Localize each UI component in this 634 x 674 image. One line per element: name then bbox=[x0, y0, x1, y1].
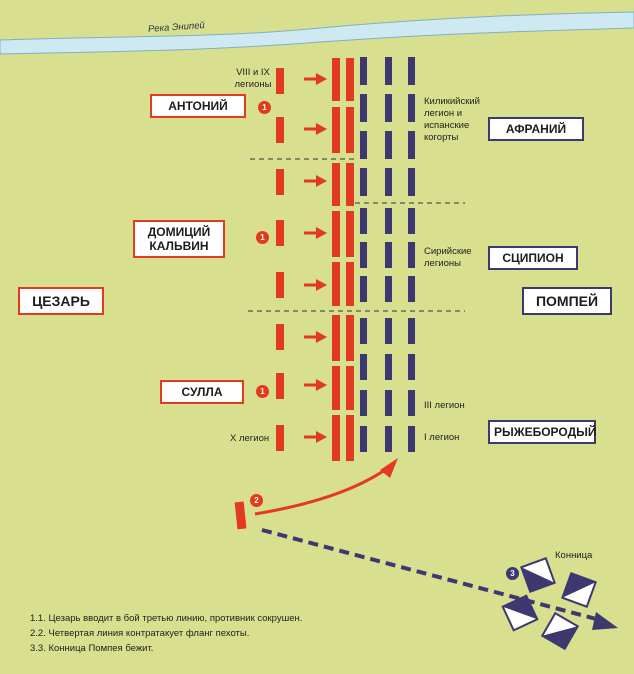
fourth-line-unit bbox=[234, 501, 247, 530]
reserve-unit bbox=[276, 373, 284, 399]
note-cavalry: Конница bbox=[555, 550, 593, 561]
arrow-icon bbox=[304, 431, 327, 443]
arrow-icon bbox=[304, 175, 327, 187]
commander-domitius-calvinus: ДОМИЦИЙ КАЛЬВИН bbox=[133, 220, 225, 258]
caesar-front-lines bbox=[332, 58, 354, 461]
commander-ahenobarbus: РЫЖЕБОРОДЫЙ bbox=[488, 420, 597, 444]
map-legend: 1.1. Цезарь вводит в бой третью линию, п… bbox=[30, 611, 302, 656]
note-syrian-legions: Сирийские легионы bbox=[424, 246, 472, 269]
arrow-icon bbox=[304, 123, 327, 135]
marker-2: 2 bbox=[250, 494, 263, 507]
marker-1-calvinus: 1 bbox=[256, 231, 269, 244]
cavalry-unit-icon bbox=[540, 611, 580, 651]
pompey-leader-label: ПОМПЕЙ bbox=[522, 287, 612, 315]
arrow-icon bbox=[304, 331, 327, 343]
pompey-lines bbox=[360, 57, 415, 452]
commander-afranius: АФРАНИЙ bbox=[488, 117, 584, 141]
arrow-icon bbox=[304, 227, 327, 239]
reserve-unit bbox=[276, 68, 284, 94]
legend-item: 2.2. Четвертая линия контратакует фланг … bbox=[30, 628, 250, 639]
reserve-unit bbox=[276, 425, 284, 451]
caesar-leader-label: ЦЕЗАРЬ bbox=[18, 287, 104, 315]
attack-arrows bbox=[304, 73, 327, 443]
note-legions-8-9: VIII и IX легионы bbox=[234, 67, 272, 90]
cavalry-group bbox=[501, 557, 597, 651]
commander-antony: АНТОНИЙ bbox=[150, 94, 246, 118]
marker-1-antony: 1 bbox=[258, 101, 271, 114]
reserve-unit bbox=[276, 220, 284, 246]
arrow-icon bbox=[380, 458, 398, 478]
cavalry-unit-icon bbox=[501, 594, 539, 632]
cavalry-retreat-arrow bbox=[261, 528, 601, 622]
note-cilician-legion: Киликийский легион и испанские когорты bbox=[424, 96, 480, 143]
legend-item: 3.3. Конница Помпея бежит. bbox=[30, 643, 154, 654]
note-legion-3: III легион bbox=[424, 400, 465, 411]
marker-3: 3 bbox=[506, 567, 519, 580]
dashed-arrow-icon bbox=[592, 612, 618, 630]
arrow-icon bbox=[304, 73, 327, 85]
counter-attack-arrow bbox=[254, 468, 386, 516]
caesar-third-line bbox=[276, 68, 284, 451]
reserve-unit bbox=[276, 169, 284, 195]
marker-1-sulla: 1 bbox=[256, 385, 269, 398]
reserve-unit bbox=[276, 272, 284, 298]
note-legion-1: I легион bbox=[424, 432, 460, 443]
river bbox=[0, 11, 634, 55]
legend-item: 1.1. Цезарь вводит в бой третью линию, п… bbox=[30, 613, 303, 624]
commander-scipio: СЦИПИОН bbox=[488, 246, 578, 270]
reserve-unit bbox=[276, 117, 284, 143]
reserve-unit bbox=[276, 324, 284, 350]
cavalry-unit-icon bbox=[520, 557, 556, 593]
note-legion-10: X легион bbox=[230, 433, 270, 444]
commander-sulla: СУЛЛА bbox=[160, 380, 244, 404]
cavalry-unit-icon bbox=[561, 572, 597, 608]
arrow-icon bbox=[304, 379, 327, 391]
arrow-icon bbox=[304, 279, 327, 291]
